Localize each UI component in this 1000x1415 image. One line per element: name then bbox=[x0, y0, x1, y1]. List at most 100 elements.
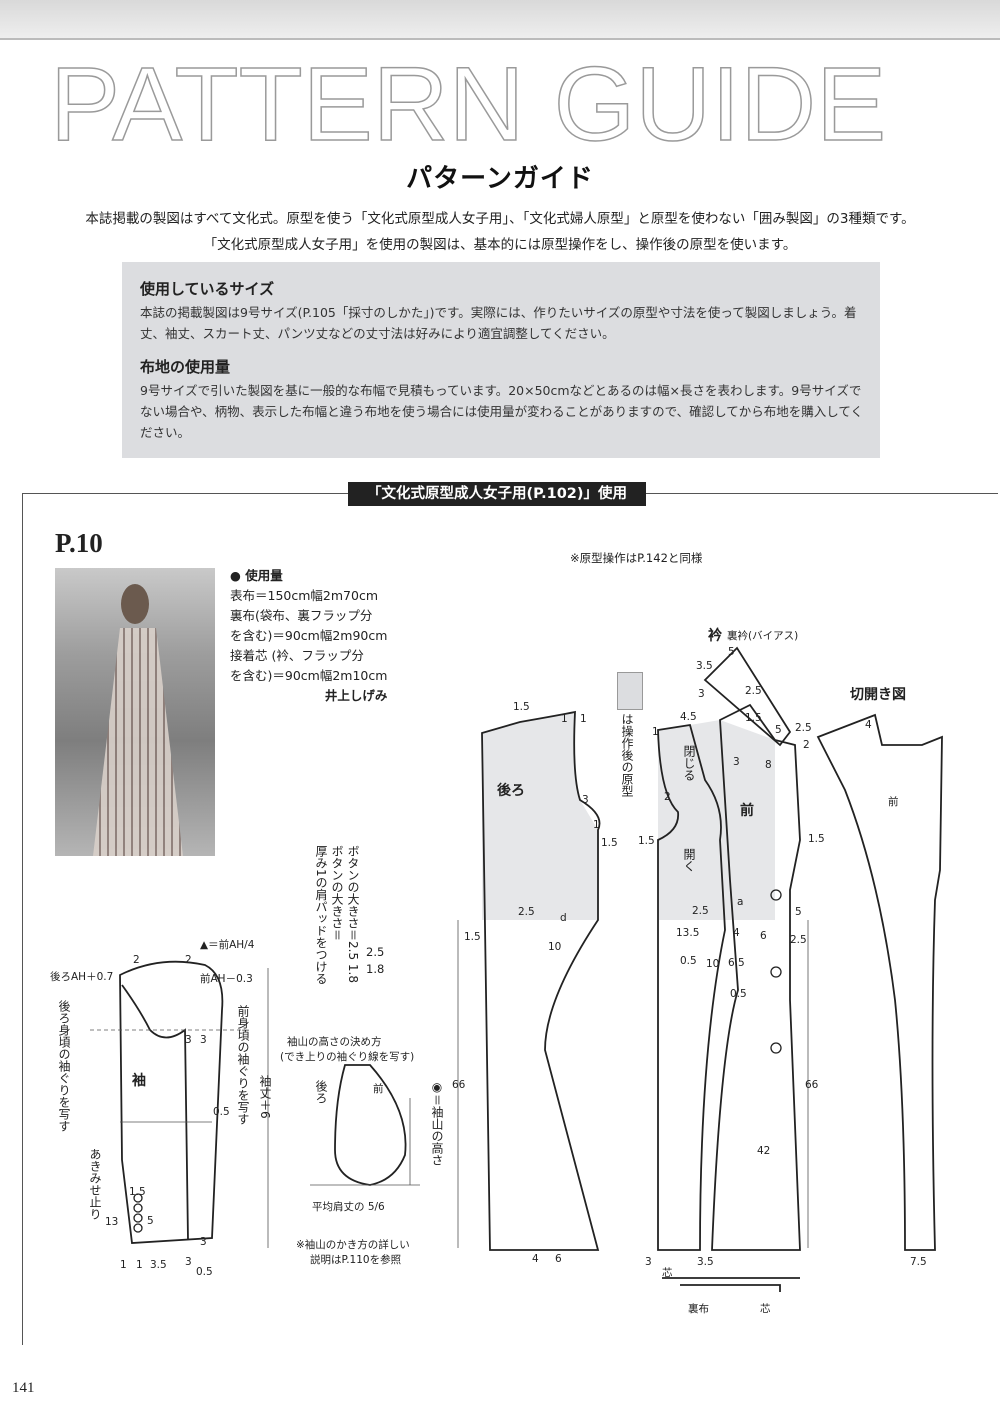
front-dim: 8 bbox=[765, 759, 772, 771]
back-dim: 4 bbox=[532, 1253, 539, 1265]
slash-dim: 7.5 bbox=[910, 1256, 927, 1268]
front-body-outline bbox=[657, 723, 726, 1251]
back-body-label: 後ろ bbox=[497, 782, 525, 799]
slash-view-outline bbox=[816, 713, 943, 1251]
sleeve-dim: 2 bbox=[185, 954, 192, 966]
sleeve-cap-curve bbox=[121, 984, 189, 1241]
front-dim: 3.5 bbox=[697, 1256, 714, 1268]
front-dim: 6.5 bbox=[728, 957, 745, 969]
button-note-label: ボタンの大きさ＝ bbox=[330, 845, 344, 942]
front-dim: 13.5 bbox=[676, 927, 699, 939]
front-dim: 5 bbox=[795, 906, 802, 918]
material-line: 接着芯 (衿、フラップ分 bbox=[230, 648, 364, 663]
button-size-1: 2.5 bbox=[366, 945, 385, 959]
front-dim: a bbox=[737, 896, 743, 908]
front-dim: 2 bbox=[664, 791, 671, 803]
fabric-text: 9号サイズで引いた製図を基に一般的な布幅で見積もっています。20×50cmなどと… bbox=[140, 383, 864, 440]
back-dim: 66 bbox=[452, 1079, 466, 1091]
page-subtitle: パターンガイド bbox=[406, 164, 594, 194]
size-heading: 使用しているサイズ bbox=[140, 280, 275, 298]
back-dim: 1 bbox=[561, 713, 568, 725]
front-dim: 3 bbox=[645, 1256, 652, 1268]
model-head bbox=[121, 584, 149, 624]
sleeve-dim: 3 bbox=[185, 1034, 192, 1046]
collar-label: 衿 bbox=[708, 627, 723, 644]
coat-photo bbox=[55, 568, 215, 856]
interfacing-label-2: 芯 bbox=[760, 1302, 771, 1315]
sleeve-button bbox=[133, 1213, 143, 1223]
legend-swatch bbox=[617, 672, 643, 710]
front-dim: 0.5 bbox=[680, 955, 697, 967]
sleeve-label: 袖 bbox=[132, 1072, 146, 1089]
top-band bbox=[0, 0, 1000, 38]
pocket-detail bbox=[662, 1277, 800, 1292]
front-ah-label: 前AH－0.3 bbox=[200, 972, 253, 985]
sleeve-dim: 13 bbox=[105, 1216, 118, 1228]
back-shaded-block bbox=[482, 712, 598, 920]
front-dim: 10 bbox=[706, 958, 719, 970]
back-dim: 1.5 bbox=[513, 701, 530, 713]
front-body-label: 前 bbox=[740, 802, 754, 819]
slash-view-label: 切開き図 bbox=[850, 687, 906, 703]
front-dim: 42 bbox=[757, 1145, 770, 1157]
collar-dim: 5 bbox=[775, 724, 782, 736]
materials-heading: ● 使用量 bbox=[230, 568, 283, 583]
button-size-2: 1.8 bbox=[366, 962, 385, 976]
cap-back-label: 後ろ bbox=[314, 1080, 328, 1104]
sleeve-dim: 3 bbox=[200, 1034, 207, 1046]
interfacing-label-1: 芯 bbox=[662, 1266, 673, 1279]
lining-label: 裏布 bbox=[688, 1302, 709, 1315]
intro-line-1: 本誌掲載の製図はすべて文化式。原型を使う「文化式原型成人女子用」、「文化式婦人原… bbox=[85, 211, 915, 227]
collar-outline bbox=[703, 646, 792, 747]
vent-label: あきみせ止り bbox=[88, 1148, 102, 1220]
front-dim: 1.5 bbox=[638, 835, 655, 847]
collar-dim: 2.5 bbox=[745, 685, 762, 697]
sleeve-dim: 3.5 bbox=[150, 1259, 167, 1271]
intro-line-2: 「文化式原型成人女子用」を使用の製図は、基本的には原型操作をし、操作後の原型を使… bbox=[203, 237, 797, 253]
cap-title-1: 袖山の高さの決め方 bbox=[287, 1035, 382, 1048]
fabric-heading: 布地の使用量 bbox=[140, 358, 231, 376]
sleeve-dim: 1.5 bbox=[129, 1186, 146, 1198]
back-dim: 2.5 bbox=[518, 906, 535, 918]
sleeve-dim: 2 bbox=[133, 954, 140, 966]
page-title: PATTERN GUIDE bbox=[49, 46, 887, 163]
sleeve-dim: 1 bbox=[120, 1259, 127, 1271]
sleeve-dim: 3 bbox=[200, 1236, 207, 1248]
front-dim: 3 bbox=[733, 756, 740, 768]
back-dim: 1 bbox=[580, 713, 587, 725]
button-note: ボタンの大きさ＝2.5 1.8 bbox=[346, 845, 360, 983]
sleeve-dim: 0.5 bbox=[213, 1106, 230, 1118]
back-body-outline bbox=[481, 710, 601, 1251]
sleeve-length: 袖丈＋6 bbox=[258, 1075, 272, 1119]
operation-note: ※原型操作はP.142と同様 bbox=[570, 551, 703, 565]
front-shaded-block bbox=[658, 720, 775, 920]
slash-dim: 4 bbox=[865, 719, 872, 731]
cap-shoulder-label: 平均肩丈の 5/6 bbox=[312, 1200, 385, 1213]
legend-text: は操作後の原型 bbox=[620, 713, 634, 797]
section-label: 「文化式原型成人女子用(P.102)」使用 bbox=[348, 482, 646, 506]
sleeve-dim: 5 bbox=[147, 1215, 154, 1227]
material-line: 表布＝150cm幅2m70cm bbox=[230, 588, 378, 603]
material-line: を含む)＝90cm幅2m10cm bbox=[230, 668, 388, 683]
info-box: 使用しているサイズ 本誌の掲載製図は9号サイズ(P.105「採寸のしかた」)です… bbox=[122, 262, 880, 458]
shoulder-pad-note: 厚み1の肩パッドをつける bbox=[314, 845, 328, 985]
front-dim: 2.5 bbox=[692, 905, 709, 917]
back-dim: 1 bbox=[593, 819, 600, 831]
materials-list: ● 使用量 表布＝150cm幅2m70cm 裏布(袋布、裏フラップ分 を含む)＝… bbox=[230, 566, 387, 706]
front-dim: 0.5 bbox=[730, 988, 747, 1000]
back-dim: 1.5 bbox=[601, 837, 618, 849]
material-line: を含む)＝90cm幅2m90cm bbox=[230, 628, 388, 643]
front-armhole-copy: 前身頃の袖ぐりを写す bbox=[236, 1005, 250, 1125]
front-panel-outline bbox=[711, 703, 801, 1251]
back-dim: 6 bbox=[555, 1253, 562, 1265]
sleeve-dim: 1 bbox=[136, 1259, 143, 1271]
collar-dim: 3 bbox=[698, 688, 705, 700]
cap-note-1: ※袖山のかき方の詳しい bbox=[296, 1238, 410, 1251]
back-ah-label: 後ろAH＋0.7 bbox=[50, 970, 113, 983]
back-armhole-copy: 後ろ身頃の袖ぐりを写す bbox=[57, 1000, 71, 1132]
collar-dim: 3.5 bbox=[696, 660, 713, 672]
front-dim: 4 bbox=[733, 927, 740, 939]
back-dim: 10 bbox=[548, 941, 561, 953]
collar-dim: 2 bbox=[803, 739, 810, 751]
